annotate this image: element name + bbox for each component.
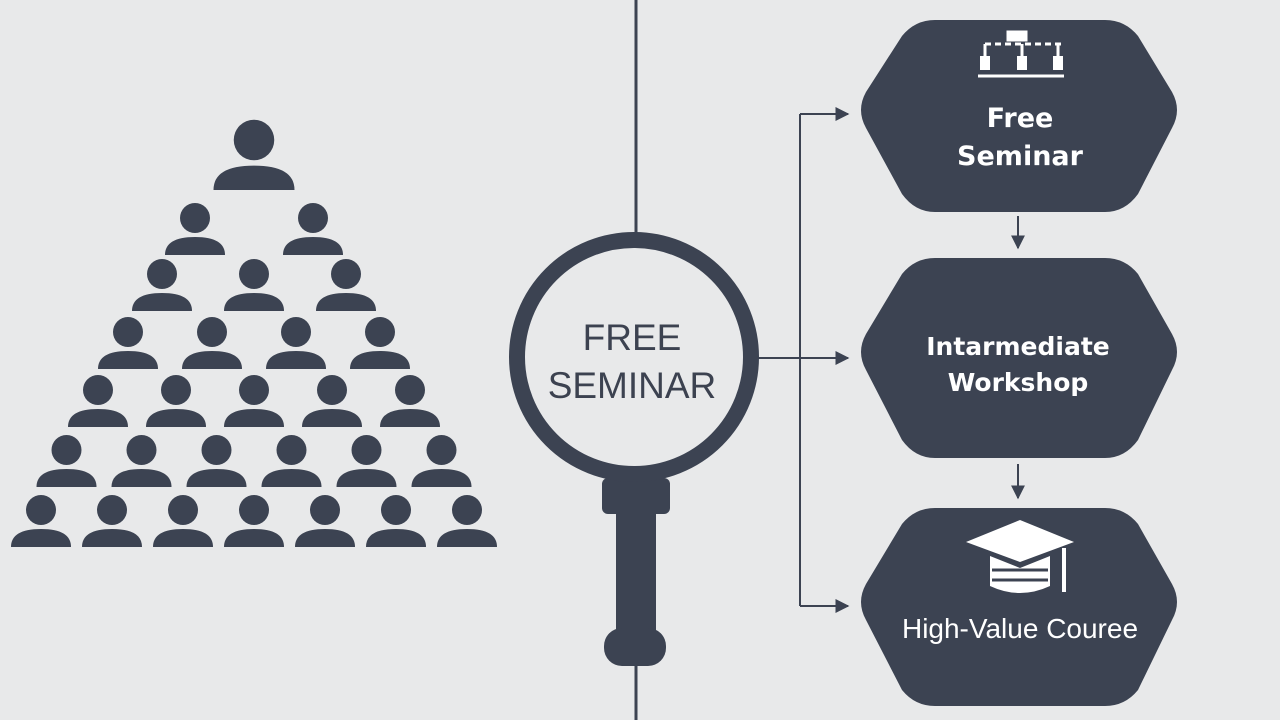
- person-icon: [437, 495, 497, 547]
- step-label-line2: Workshop: [948, 368, 1089, 397]
- person-icon: [111, 435, 172, 487]
- audience-pyramid: [11, 119, 497, 547]
- person-icon: [350, 317, 410, 369]
- step-shape: [861, 258, 1177, 458]
- person-icon: [165, 203, 225, 255]
- person-icon: [146, 375, 206, 427]
- step-label-line2: Seminar: [957, 141, 1084, 172]
- person-icon: [82, 495, 142, 547]
- person-icon: [153, 495, 213, 547]
- magnifier-label-line2: SEMINAR: [548, 365, 717, 406]
- person-icon: [224, 259, 284, 311]
- magnifier-handle: [616, 498, 656, 630]
- funnel-step-intermediate-workshop: Intarmediate Workshop: [861, 258, 1177, 458]
- person-icon: [98, 317, 158, 369]
- step-shape: [861, 20, 1177, 212]
- step-shape: [861, 508, 1177, 706]
- magnifier-collar: [602, 478, 670, 514]
- person-icon: [11, 495, 71, 547]
- person-icon: [411, 435, 472, 487]
- person-icon: [224, 495, 284, 547]
- person-icon: [182, 317, 242, 369]
- person-icon: [36, 435, 97, 487]
- funnel-step-high-value-course: High-Value Couree: [861, 508, 1177, 706]
- graduation-cap-icon: [966, 520, 1074, 593]
- person-icon: [266, 317, 326, 369]
- hierarchy-icon: [978, 30, 1064, 78]
- step-label-line1: Intarmediate: [926, 332, 1110, 361]
- person-icon: [261, 435, 322, 487]
- person-icon: [336, 435, 397, 487]
- person-icon: [213, 119, 295, 190]
- person-icon: [224, 375, 284, 427]
- magnifying-glass-icon: FREE SEMINAR: [509, 232, 759, 666]
- person-icon: [380, 375, 440, 427]
- magnifier-label-line1: FREE: [583, 317, 682, 358]
- person-icon: [295, 495, 355, 547]
- person-icon: [68, 375, 128, 427]
- person-icon: [316, 259, 376, 311]
- person-icon: [132, 259, 192, 311]
- magnifier-lens: [509, 232, 759, 482]
- funnel-step-free-seminar: Free Seminar: [861, 20, 1177, 212]
- step-label-line1: Free: [987, 103, 1054, 134]
- step-label-line1: High-Value Couree: [902, 613, 1138, 644]
- person-icon: [283, 203, 343, 255]
- person-icon: [186, 435, 247, 487]
- magnifier-handle-cap: [604, 628, 666, 666]
- person-icon: [366, 495, 426, 547]
- person-icon: [302, 375, 362, 427]
